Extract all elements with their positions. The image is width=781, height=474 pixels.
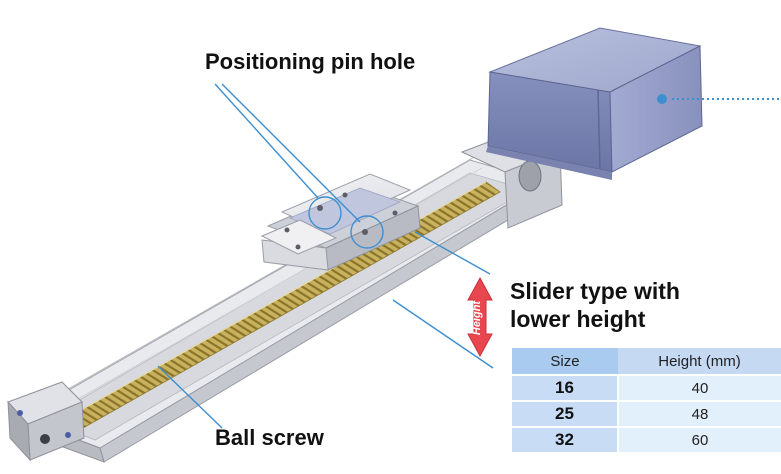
- slider-type-label: Slider type with lower height: [510, 277, 680, 333]
- row-size: 16: [512, 374, 619, 401]
- size-height-table: Size Height (mm) 16 40 25 48 32 60: [512, 348, 781, 452]
- row-height: 40: [618, 374, 781, 401]
- height-arrow-label: Height: [471, 300, 483, 336]
- motor-callout: [657, 94, 781, 104]
- callout-lines: [157, 83, 494, 429]
- table-row: 25 48: [512, 400, 781, 427]
- table-row: 16 40: [512, 374, 781, 401]
- header-size: Size: [512, 348, 618, 375]
- slider-type-label-line1: Slider type with: [510, 278, 680, 304]
- table-row: 32 60: [512, 426, 781, 452]
- table-header-row: Size Height (mm): [512, 348, 781, 375]
- slider-carriage: [260, 173, 421, 271]
- height-arrow: Height: [467, 276, 493, 358]
- header-height: Height (mm): [618, 348, 781, 375]
- row-height: 48: [618, 400, 781, 427]
- row-height: 60: [618, 426, 781, 452]
- motor: [486, 27, 703, 180]
- row-size: 32: [512, 426, 619, 452]
- slider-type-label-line2: lower height: [510, 306, 646, 332]
- positioning-pin-hole-label: Positioning pin hole: [205, 49, 416, 74]
- front-end-block: [7, 381, 85, 462]
- ball-screw-label: Ball screw: [215, 425, 324, 450]
- row-size: 25: [512, 400, 619, 427]
- ball-screw: [59, 181, 501, 433]
